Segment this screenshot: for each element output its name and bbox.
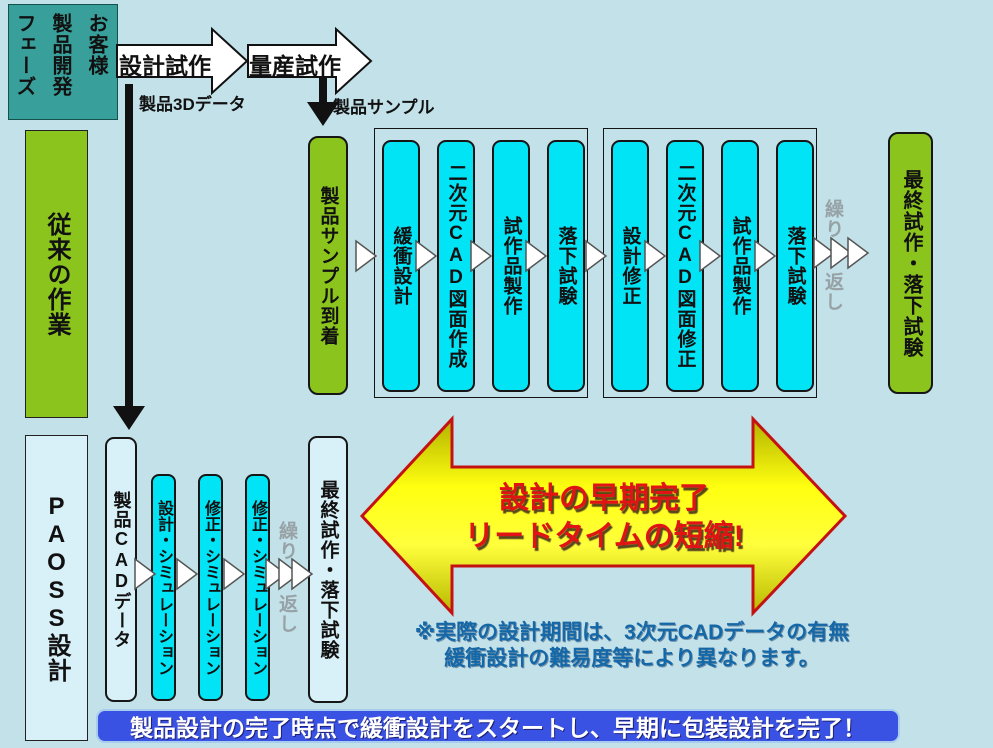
repeat-arrow-icon xyxy=(265,557,288,591)
step-arrow-icon xyxy=(585,239,608,273)
step-label: 緩衝設計 xyxy=(390,226,412,306)
paoss-design-sidebar: PAOSS設計 xyxy=(25,435,88,741)
note-line2: 緩衝設計の難易度等により異なります。 xyxy=(444,647,820,670)
repeat-label-top: 繰り xyxy=(822,199,843,239)
step-arrow-icon xyxy=(644,239,667,273)
repeat-arrow-icon xyxy=(830,236,853,270)
step-label: 落下試験 xyxy=(784,226,806,306)
phase-header: お客様 製品開発 フェーズ xyxy=(8,4,118,120)
step-label: 修正・シミュレーション xyxy=(202,499,219,676)
step-label: 試作品製作 xyxy=(729,216,751,316)
step-design-simulation: 設計・シミュレーション xyxy=(151,474,176,701)
step-label: 二次元CAD図面作成 xyxy=(445,163,467,369)
conventional-step-arrows xyxy=(355,236,870,273)
product-3d-data-label: 製品3Dデータ xyxy=(139,95,246,114)
final-trial-drop-test-box-top: 最終試作・落下試験 xyxy=(888,132,933,394)
step-label: 試作品製作 xyxy=(500,216,522,316)
repeat-label-top: 繰り xyxy=(276,521,297,561)
lead-time-highlight: 設計の早期完了 リードタイムの短縮! xyxy=(429,480,779,556)
repeat-label-bottom: 返し xyxy=(276,594,297,634)
highlight-line2: リードタイムの短縮! xyxy=(464,520,744,553)
final-trial-label: 最終試作・落下試験 xyxy=(317,479,339,660)
step-label: 設計修正 xyxy=(619,226,641,306)
repeat-arrow-icon xyxy=(291,557,314,591)
step-arrow-icon xyxy=(223,557,246,591)
highlight-line1: 設計の早期完了 xyxy=(499,482,709,515)
footer-banner: 製品設計の完了時点で緩衝設計をスタートし、早期に包装設計を完了！ xyxy=(96,709,900,743)
note-line1: ※実際の設計期間は、3次元CADデータの有無 xyxy=(414,621,850,644)
step-prototype-production-1: 試作品製作 xyxy=(492,140,530,392)
step-cushion-design: 緩衝設計 xyxy=(382,140,420,392)
paoss-step-arrows xyxy=(134,557,314,591)
footer-banner-text: 製品設計の完了時点で緩衝設計をスタートし、早期に包装設計を完了！ xyxy=(130,715,866,741)
design-trial-arrow-label: 設計試作 xyxy=(119,53,211,79)
design-trial-arrow-icon xyxy=(116,26,249,96)
product-cad-data-label: 製品CADデータ xyxy=(111,490,132,649)
product-sample-down-arrow-icon xyxy=(307,78,339,126)
paoss-design-label: PAOSS設計 xyxy=(43,493,70,683)
step-drop-test-2: 落下試験 xyxy=(776,140,814,392)
sample-arrival-label: 製品サンプル到着 xyxy=(317,185,339,346)
step-arrow-icon xyxy=(699,239,722,273)
conventional-work-label: 従来の作業 xyxy=(43,211,70,337)
step-arrow-icon xyxy=(754,239,777,273)
step-arrow-icon xyxy=(525,239,548,273)
step-arrow-icon xyxy=(470,239,493,273)
step-2d-cad-drawing: 二次元CAD図面作成 xyxy=(437,140,475,392)
product-3d-data-down-arrow-icon xyxy=(113,84,145,430)
repeat-label-bottom: 返し xyxy=(822,272,843,312)
lead-time-double-arrow-icon xyxy=(359,415,848,617)
step-label: 落下試験 xyxy=(555,226,577,306)
phase-header-col-product-dev: 製品開発 xyxy=(49,13,71,97)
final-trial-label: 最終試作・落下試験 xyxy=(900,168,922,358)
repeat-arrow-icon xyxy=(847,236,870,270)
product-sample-label: 製品サンプル xyxy=(333,98,435,117)
product-cad-data-box: 製品CADデータ xyxy=(105,437,137,702)
step-label: 修正・シミュレーション xyxy=(249,499,266,676)
sample-arrival-box: 製品サンプル到着 xyxy=(308,136,348,395)
phase-header-col-phase: フェーズ xyxy=(13,13,35,97)
step-drop-test-1: 落下試験 xyxy=(547,140,585,392)
step-label: 二次元CAD図面修正 xyxy=(674,163,696,369)
mass-production-trial-arrow-label: 量産試作 xyxy=(249,53,341,79)
step-label: 設計・シミュレーション xyxy=(155,499,172,676)
step-arrow-icon xyxy=(134,557,157,591)
step-arrow-icon xyxy=(355,239,378,273)
conventional-work-sidebar: 従来の作業 xyxy=(25,130,88,418)
repeat-arrow-icon xyxy=(813,236,836,270)
design-period-note: ※実際の設計期間は、3次元CADデータの有無 緩衝設計の難易度等により異なります… xyxy=(400,620,864,672)
mass-production-trial-arrow-icon xyxy=(247,26,373,96)
phase-header-col-customer: お客様 xyxy=(85,13,107,76)
repeat-arrow-icon xyxy=(278,557,301,591)
step-arrow-icon xyxy=(415,239,438,273)
step-arrow-icon xyxy=(176,557,199,591)
step-fix-simulation-1: 修正・シミュレーション xyxy=(198,474,223,701)
final-trial-drop-test-box-bottom: 最終試作・落下試験 xyxy=(308,436,348,703)
